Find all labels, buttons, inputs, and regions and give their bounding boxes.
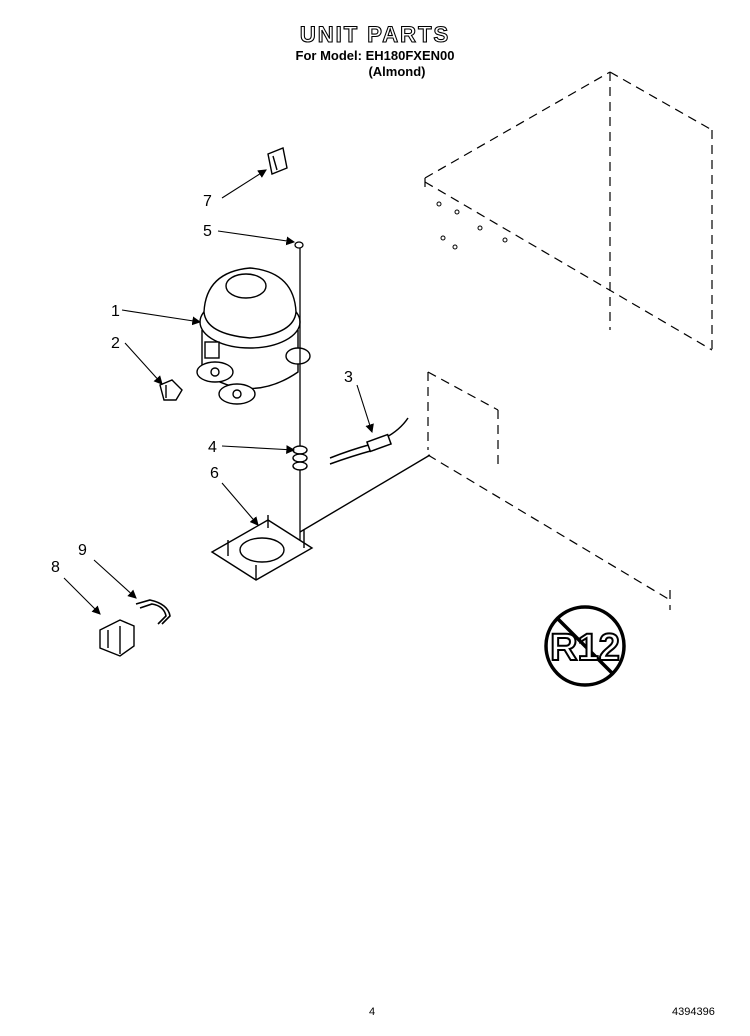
clip-part [267,147,288,175]
cabinet-outline-upper [424,71,713,351]
callout-1: 1 [111,303,120,320]
r12-badge: R12 [544,605,626,687]
callout-4: 4 [208,439,217,456]
wire-clip [135,599,171,625]
callout-8: 8 [51,559,60,576]
base-plate [210,454,431,581]
grommet [292,445,308,471]
bracket-part [99,619,135,657]
mounting-holes [436,201,508,250]
callout-6: 6 [210,465,219,482]
tube-part [329,417,409,465]
page-number: 4 [369,1006,376,1018]
callout-9: 9 [78,542,87,559]
color-line: (Almond) [368,64,426,79]
callout-2: 2 [111,335,120,352]
compressor [196,267,311,405]
model-line: For Model: EH180FXEN00 [295,48,455,63]
callout-3: 3 [344,369,353,386]
page-title: UNIT PARTS [299,21,451,47]
callout-7: 7 [203,193,212,210]
overload-part [159,379,183,401]
mounting-stud [294,241,304,548]
document-number: 4394396 [672,1006,715,1018]
leader-lines [63,169,374,615]
r12-label: R12 [550,627,620,669]
callout-5: 5 [203,223,212,240]
cabinet-outline-lower [427,371,671,610]
